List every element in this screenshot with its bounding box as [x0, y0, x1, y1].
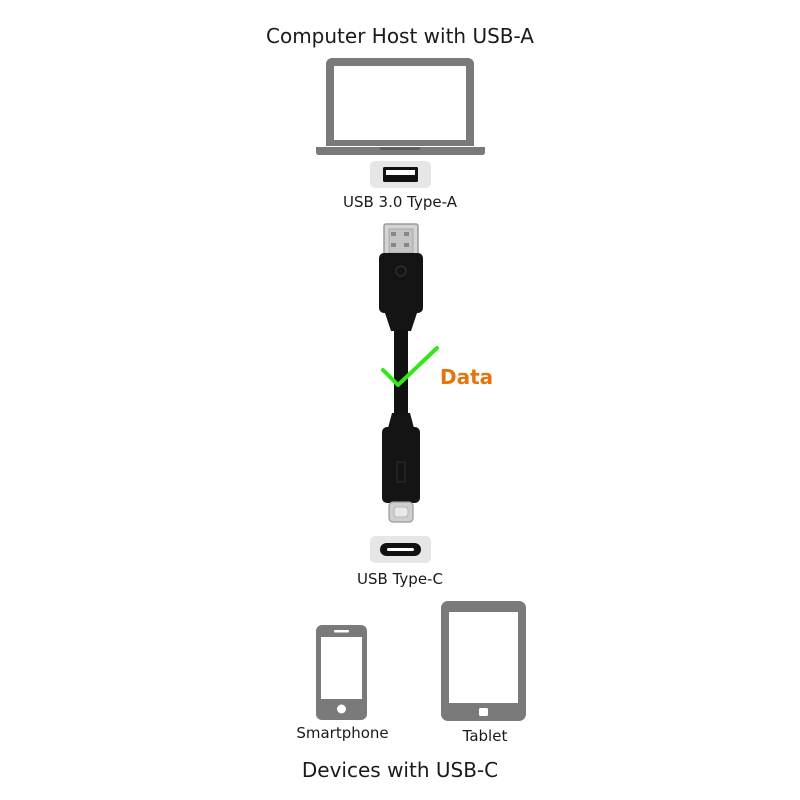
usb-c-port-icon — [370, 536, 431, 563]
laptop-icon — [316, 58, 485, 155]
smartphone-label: Smartphone — [296, 724, 389, 742]
usb-cable-icon — [379, 223, 423, 523]
tablet-label: Tablet — [462, 727, 508, 745]
usb-a-port-label: USB 3.0 Type-A — [343, 193, 457, 211]
usb-a-port-icon — [370, 161, 431, 188]
checkmark-icon — [381, 346, 439, 387]
host-title: Computer Host with USB-A — [266, 24, 534, 48]
data-label: Data — [440, 365, 494, 389]
tablet-icon — [441, 601, 526, 721]
devices-title: Devices with USB-C — [301, 758, 499, 782]
usb-c-port-label: USB Type-C — [357, 570, 443, 588]
smartphone-icon — [316, 625, 367, 720]
